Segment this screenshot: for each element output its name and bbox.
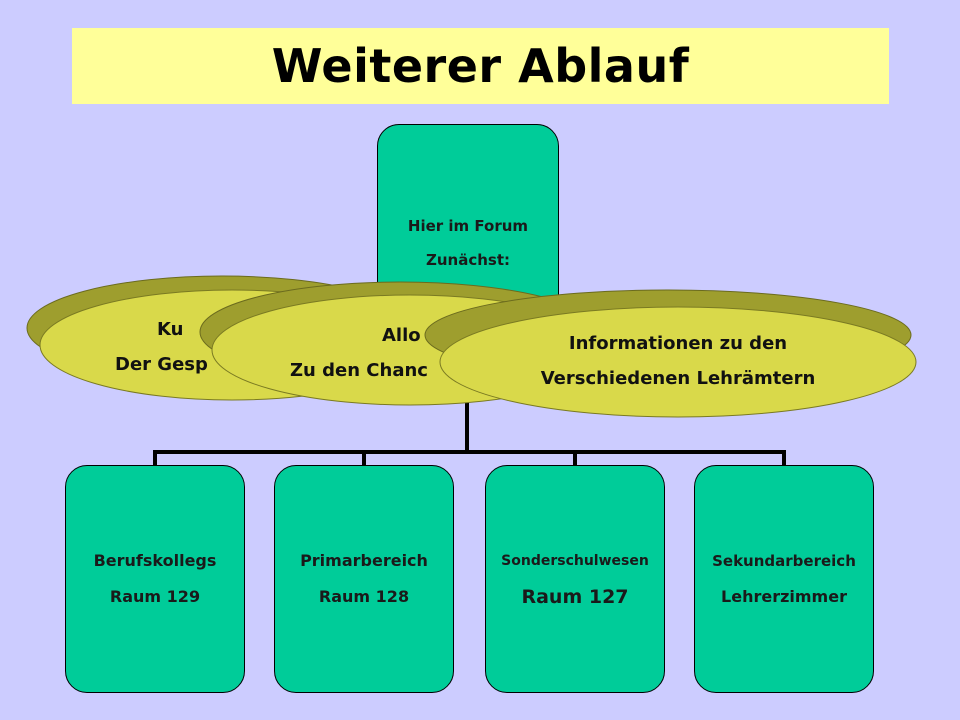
box-primarbereich-line1: Primarbereich xyxy=(300,551,428,570)
box-primarbereich: Primarbereich Raum 128 xyxy=(274,465,454,693)
box-sonderschulwesen-line1: Sonderschulwesen xyxy=(501,553,649,569)
disc-2-text: Allo Zu den Chanc xyxy=(290,318,480,388)
disc-2-line1: Allo xyxy=(382,325,421,346)
box-sonderschulwesen: Sonderschulwesen Raum 127 xyxy=(485,465,665,693)
disc-1-line2: Der Gesp xyxy=(115,354,208,375)
box-berufskollegs-line2: Raum 129 xyxy=(109,587,201,606)
box-sekundarbereich-line1: Sekundarbereich xyxy=(712,552,856,570)
title-bar: Weiterer Ablauf xyxy=(72,28,889,104)
disc-3 xyxy=(424,289,917,418)
page-title: Weiterer Ablauf xyxy=(271,39,690,93)
disc-3-line2: Verschiedenen Lehrämtern xyxy=(540,368,816,389)
disc-1-line1: Ku xyxy=(157,319,184,340)
disc-3-text: Informationen zu den Verschiedenen Lehrä… xyxy=(508,326,848,396)
box-sekundarbereich-line2: Lehrerzimmer xyxy=(721,587,847,606)
disc-2-line2: Zu den Chanc xyxy=(290,360,428,381)
box-sonderschulwesen-line2: Raum 127 xyxy=(521,586,629,608)
box-primarbereich-line2: Raum 128 xyxy=(318,587,410,606)
box-berufskollegs-line1: Berufskollegs xyxy=(93,551,217,570)
box-berufskollegs: Berufskollegs Raum 129 xyxy=(65,465,245,693)
box-sekundarbereich: Sekundarbereich Lehrerzimmer xyxy=(694,465,874,693)
disc-3-line1: Informationen zu den xyxy=(568,333,788,354)
forum-box-line2: Zunächst: xyxy=(425,251,511,269)
forum-box-line1: Hier im Forum xyxy=(407,217,529,235)
disc-1-text: Ku Der Gesp xyxy=(105,312,255,382)
